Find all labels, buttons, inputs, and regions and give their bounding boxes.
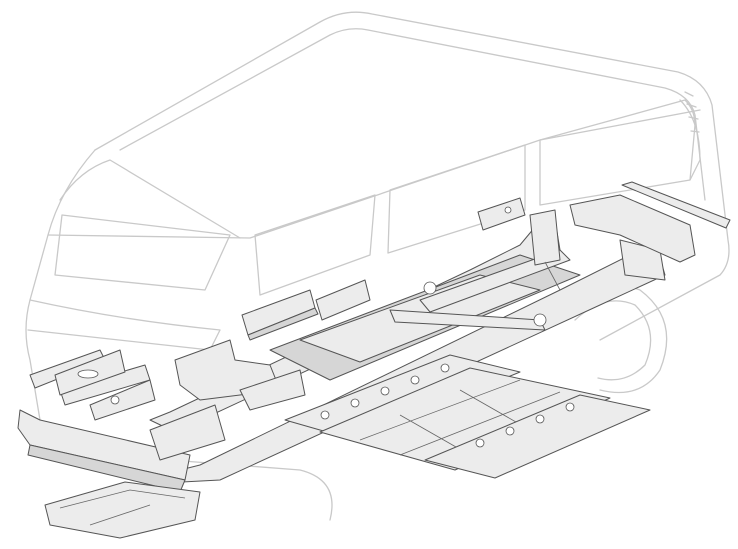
- floor-holes-right: [475, 402, 575, 448]
- outrigger-parts: [241, 181, 731, 341]
- front-crossmember: [17, 349, 226, 493]
- floor-holes: [320, 363, 450, 420]
- floor-panels: [44, 354, 651, 539]
